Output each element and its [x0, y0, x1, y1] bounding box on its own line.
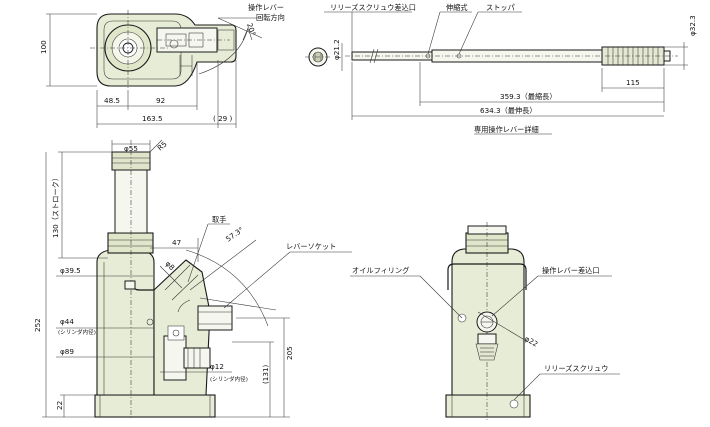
lever-dim-max-length: 634.3（最伸長） [480, 106, 537, 115]
front-dim-47: 47 [172, 238, 181, 247]
front-view: φ55 R5 130（ストローク） 252 22 φ39.5 φ44 (シリンダ… [33, 139, 352, 420]
front-dim-57-3: 57.3° [224, 225, 245, 244]
side-label-lever-insert: 操作レバー差込口 [542, 266, 600, 275]
lever-dim-phi-21-2: φ21.2 [332, 39, 341, 60]
front-dim-phi-12: φ12 [210, 362, 224, 371]
callout-release-screw-insert: リリーズスクリュウ差込口 [330, 3, 416, 12]
side-view: オイルフィリング 操作レバー差込口 φ22 リリーズスクリュウ [350, 222, 620, 420]
front-dim-stroke: 130（ストローク） [51, 174, 60, 238]
top-dim-92: 92 [156, 96, 165, 105]
top-dim-29: ( 29 ) [213, 114, 233, 123]
lever-detail-caption: 専用操作レバー詳細 [474, 125, 539, 134]
top-dim-48-5: 48.5 [104, 96, 120, 105]
front-note-cylinder-id-2: (シリンダ内径) [210, 375, 248, 383]
top-dim-163-5: 163.5 [142, 114, 163, 123]
front-dim-22: 22 [55, 401, 64, 410]
front-dim-131: (131) [261, 364, 270, 384]
top-view: 20° 操作レバー 回転方向 100 48.5 92 163.5 ( 29 ) [39, 3, 285, 128]
front-dim-phi-89: φ89 [60, 347, 74, 356]
lever-detail: φ21.2 φ32.3 リリーズスクリュウ差込口 伸縮式 [305, 3, 697, 135]
rotation-label-2: 回転方向 [256, 13, 285, 22]
callout-telescopic: 伸縮式 [446, 3, 468, 12]
front-dim-phi-44: φ44 [60, 317, 74, 326]
side-dim-phi-22: φ22 [523, 334, 540, 349]
front-label-lever-socket: レバーソケット [286, 242, 336, 251]
side-label-release-screw: リリーズスクリュウ [544, 364, 608, 373]
rotation-label-1: 操作レバー [248, 3, 284, 12]
top-dim-angle-20: 20° [245, 22, 257, 37]
lever-dim-phi-32-3: φ32.3 [688, 15, 697, 36]
top-dim-height: 100 [39, 40, 48, 54]
callout-stopper: ストッパ [486, 3, 515, 12]
front-dim-r5: R5 [156, 139, 169, 152]
front-label-handle: 取手 [212, 215, 226, 224]
front-dim-252: 252 [33, 318, 42, 332]
front-dim-205: 205 [285, 346, 294, 360]
front-dim-phi-55: φ55 [124, 144, 138, 153]
front-dim-phi-39-5: φ39.5 [60, 266, 81, 275]
side-label-oil-filling: オイルフィリング [352, 266, 409, 275]
lever-dim-115: 115 [626, 78, 640, 87]
front-note-cylinder-id-1: (シリンダ内径) [58, 328, 96, 336]
lever-dim-min-length: 359.3（最縮長） [500, 92, 557, 101]
